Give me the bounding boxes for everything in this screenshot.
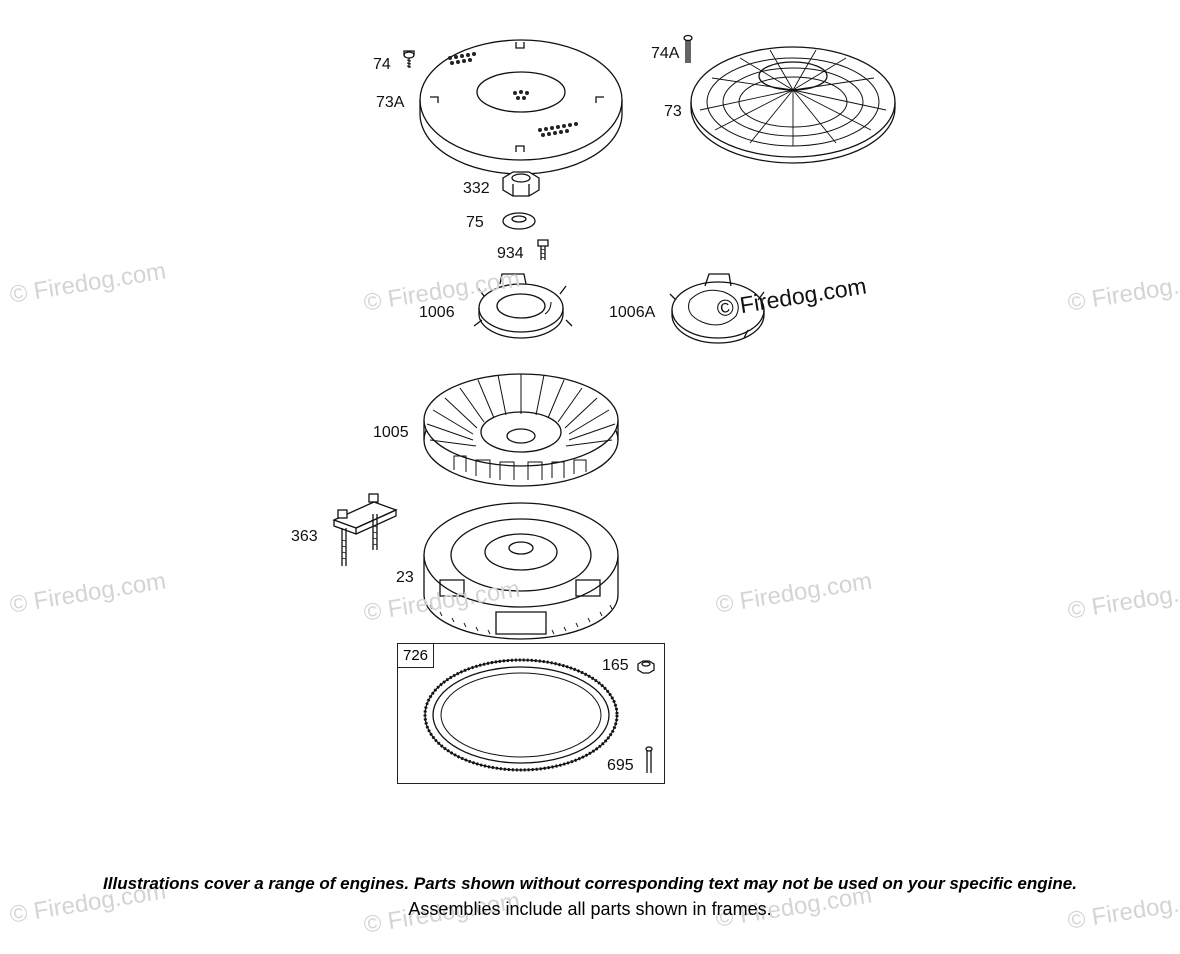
- callout-1006A: 1006A: [609, 304, 656, 321]
- part-1006-cup: [473, 273, 573, 339]
- part-1005-fan: [423, 373, 619, 487]
- callout-73: 73: [664, 103, 682, 120]
- part-73A-plate: [419, 39, 623, 175]
- assembly-frame-726: 726: [397, 643, 665, 784]
- callout-332: 332: [463, 180, 490, 197]
- part-74-screw: [403, 50, 415, 68]
- callout-74A: 74A: [651, 45, 680, 62]
- part-165-nut: [637, 660, 655, 674]
- part-332-nut: [502, 171, 540, 197]
- callout-75: 75: [466, 214, 484, 231]
- footnote-assemblies: Assemblies include all parts shown in fr…: [408, 899, 772, 919]
- callout-363: 363: [291, 528, 318, 545]
- part-363-bracket: [332, 493, 398, 566]
- part-73-screen: [690, 46, 896, 164]
- part-74A-screw: [683, 34, 693, 63]
- callout-695: 695: [607, 757, 634, 774]
- part-695-pin: [645, 746, 653, 773]
- callout-934: 934: [497, 245, 524, 262]
- callout-726: 726: [398, 644, 435, 668]
- part-23-flywheel: [423, 502, 619, 640]
- part-726-ring-gear: [423, 658, 619, 772]
- part-75-washer: [502, 212, 536, 230]
- part-1006A-cup: [669, 273, 765, 344]
- callout-1005: 1005: [373, 424, 409, 441]
- callout-73A: 73A: [376, 94, 405, 111]
- footnote-disclaimer: Illustrations cover a range of engines. …: [103, 874, 1077, 893]
- callout-165: 165: [602, 657, 629, 674]
- part-934-bolt: [537, 239, 549, 260]
- callout-23: 23: [396, 569, 414, 586]
- callout-74: 74: [373, 56, 391, 73]
- callout-1006: 1006: [419, 304, 455, 321]
